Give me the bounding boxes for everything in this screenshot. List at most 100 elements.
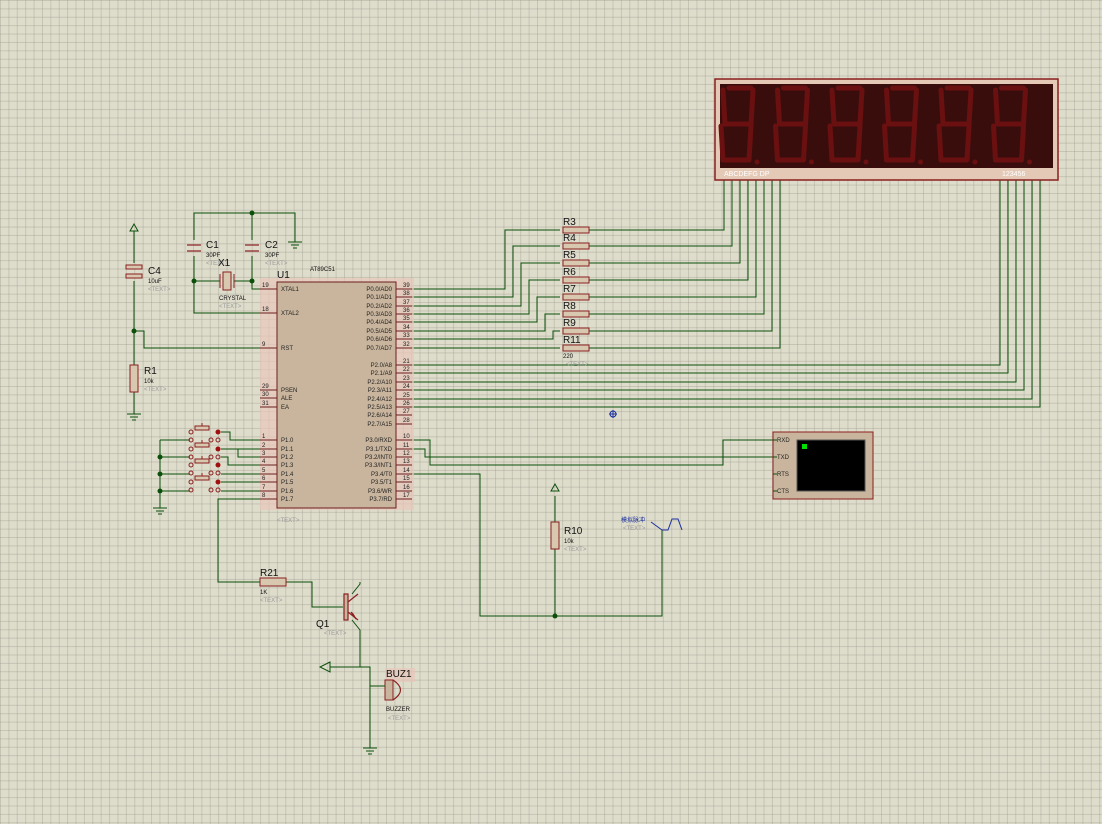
c1-ref: C1 xyxy=(206,240,219,251)
mcu-pin-name: P3.5/T1 xyxy=(371,480,393,486)
wire-seg-g xyxy=(588,178,773,332)
q1-ref: Q1 xyxy=(316,619,330,630)
mcu-pin-name: P3.6/WR xyxy=(368,489,393,495)
mcu-pin-number: 18 xyxy=(262,307,269,313)
mcu-pin-name: P1.5 xyxy=(281,480,294,486)
resistor-r10[interactable] xyxy=(550,521,560,550)
display-digit xyxy=(936,85,978,165)
mcu-pin-name: RST xyxy=(281,346,293,352)
seven-segment-display[interactable]: ABCDEFG DP 123456 xyxy=(714,78,1059,181)
junctions xyxy=(131,210,558,619)
r1-value: 10k xyxy=(144,379,155,385)
array-resistor[interactable] xyxy=(562,242,590,250)
mcu-pin-name: P1.0 xyxy=(281,438,294,444)
buz1-text: <TEXT> xyxy=(388,716,411,722)
mcu-pin-number: 21 xyxy=(403,359,410,365)
wire-btn3b xyxy=(221,456,277,466)
display-segment xyxy=(718,123,726,163)
mcu-pin-number: 3 xyxy=(262,451,266,457)
mcu-pin-name: P0.3/AD3 xyxy=(366,312,392,318)
c4-ref: C4 xyxy=(148,266,161,277)
capacitor-c4[interactable] xyxy=(125,264,143,279)
r10-value: 10k xyxy=(564,539,575,545)
wire-t0 xyxy=(412,473,663,617)
terminal-cursor xyxy=(802,444,807,449)
array-resistor[interactable] xyxy=(562,276,590,284)
display-segment xyxy=(748,87,756,127)
array-resistor[interactable] xyxy=(562,344,590,352)
resistor-r1[interactable] xyxy=(129,364,139,393)
wire-seg-c xyxy=(588,178,741,264)
mcu-pin-number: 38 xyxy=(403,291,410,297)
mcu-pin-number: 28 xyxy=(403,418,410,424)
mcu-pin-name: P0.7/AD7 xyxy=(366,346,392,352)
wire-seg-f xyxy=(588,178,765,315)
display-digit xyxy=(773,85,814,165)
ground-symbol-buzzer xyxy=(363,747,377,755)
display-dp xyxy=(754,159,760,165)
capacitor-c1[interactable] xyxy=(187,244,201,252)
push-buttons[interactable] xyxy=(188,423,221,493)
r10-text: <TEXT> xyxy=(564,547,587,553)
pulse-generator[interactable] xyxy=(650,518,683,531)
wire-q-emitter xyxy=(330,619,361,668)
wire-p0-6 xyxy=(412,330,560,340)
mcu-pin-number: 1 xyxy=(262,434,266,440)
wire-rst xyxy=(134,330,277,349)
ground-symbol-r1 xyxy=(127,413,141,421)
mcu-pin-number: 30 xyxy=(262,392,269,398)
mcu-pin-name: P2.0/A8 xyxy=(371,363,393,369)
display-segment xyxy=(964,123,972,163)
display-segment xyxy=(1019,123,1026,163)
array-resistor[interactable] xyxy=(562,226,590,234)
array-resistor-label: R3 xyxy=(563,217,576,228)
push-button[interactable] xyxy=(188,440,221,460)
resistor-r21[interactable] xyxy=(259,577,287,587)
display-segment xyxy=(936,123,944,163)
wire-p0-1 xyxy=(412,245,560,298)
mcu-pin-number: 15 xyxy=(403,476,410,482)
mcu-pin-number: 19 xyxy=(262,283,269,289)
mcu-pin-number: 9 xyxy=(262,342,266,348)
wire-p0-3 xyxy=(412,279,560,315)
mcu-pin-name: P3.7/RD xyxy=(369,497,392,503)
display-segment xyxy=(966,87,974,127)
crystal-x1[interactable] xyxy=(219,271,235,291)
array-resistor[interactable] xyxy=(562,310,590,318)
probe-marker-icon[interactable] xyxy=(609,410,617,418)
terminal-pin-label: TXD xyxy=(777,455,790,461)
push-button[interactable] xyxy=(188,423,221,443)
transistor-q1[interactable] xyxy=(343,593,359,621)
mcu-at89c51[interactable]: U1 AT89C51 <TEXT> 19XTAL118XTAL29RST29PS… xyxy=(260,267,414,524)
wire-p0-2 xyxy=(412,262,560,307)
ground-symbol xyxy=(288,241,302,249)
mcu-pin-number: 34 xyxy=(403,325,410,331)
mcu-pin-name: P0.1/AD1 xyxy=(366,295,392,301)
c4-value: 10uF xyxy=(148,279,162,285)
mcu-pin-name: P3.4/T0 xyxy=(371,472,393,478)
mcu-pin-name: P0.5/AD5 xyxy=(366,329,392,335)
wire-digit-1 xyxy=(412,178,1001,366)
push-button[interactable] xyxy=(188,456,221,476)
mcu-pin-number: 35 xyxy=(403,316,410,322)
mcu-part: AT89C51 xyxy=(310,267,336,273)
wire-digit-6 xyxy=(412,178,1041,408)
buz1-value: BUZZER xyxy=(386,707,411,713)
terminal-pin-label: CTS xyxy=(777,489,789,495)
array-resistor[interactable] xyxy=(562,293,590,301)
x1-text: <TEXT> xyxy=(219,304,242,310)
buzzer-buz1[interactable] xyxy=(360,666,415,701)
wire-p0-4 xyxy=(412,296,560,323)
mcu-pin-number: 33 xyxy=(403,333,410,339)
display-segment xyxy=(910,123,917,163)
array-resistor[interactable] xyxy=(562,327,590,335)
push-button[interactable] xyxy=(188,473,221,493)
power-terminal-r10 xyxy=(550,482,560,492)
display-dp xyxy=(918,159,923,165)
array-resistor[interactable] xyxy=(562,259,590,267)
capacitor-c2[interactable] xyxy=(245,244,259,252)
